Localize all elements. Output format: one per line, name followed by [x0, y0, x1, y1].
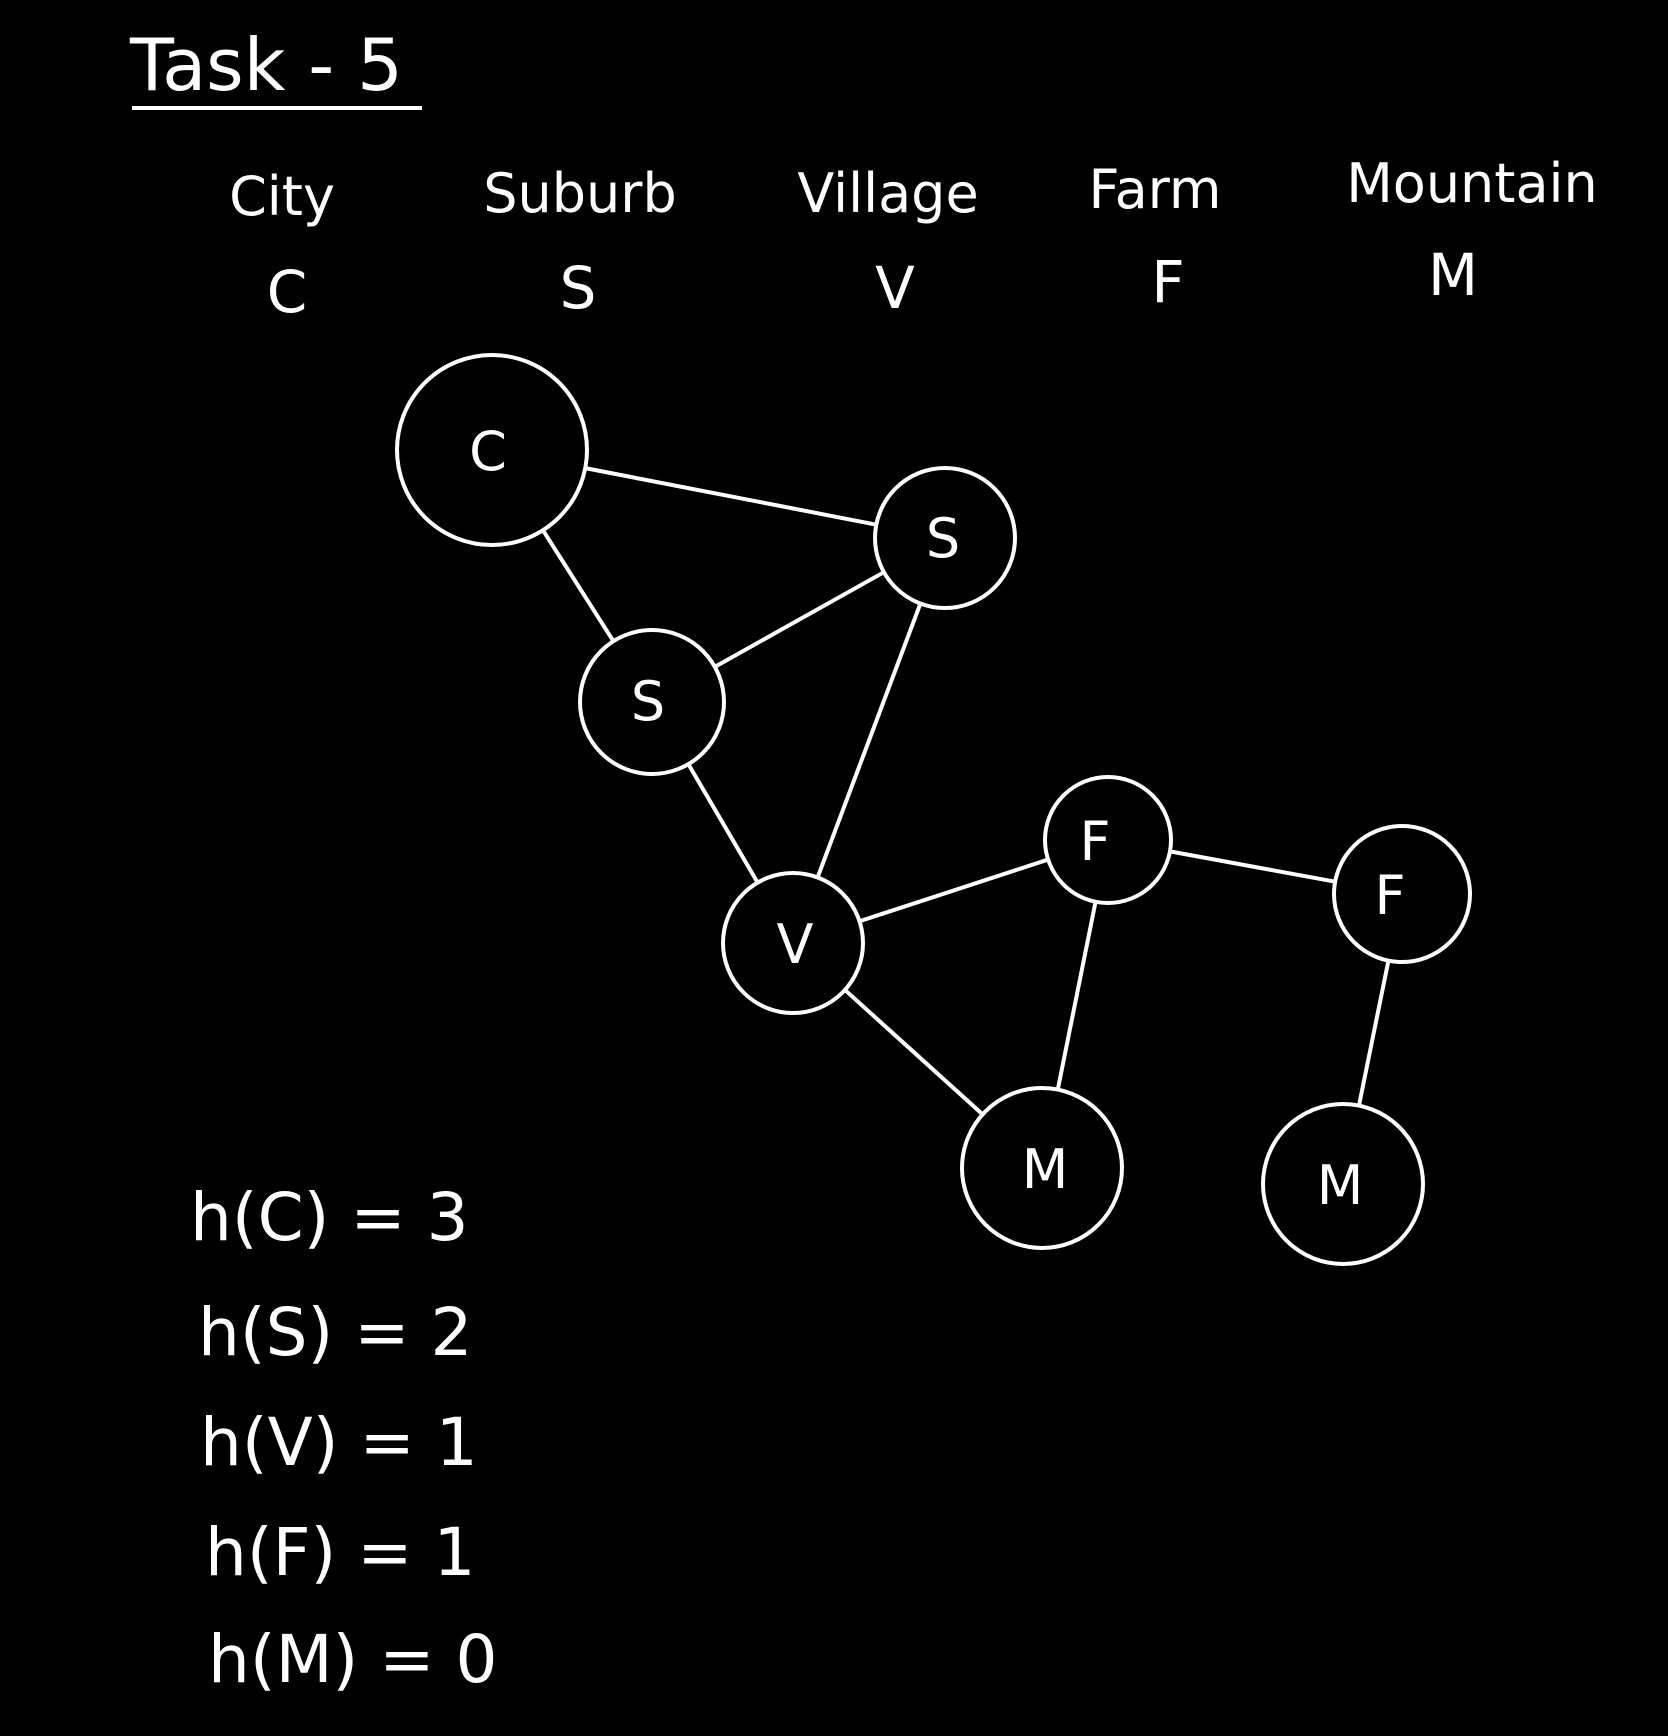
graph-node-village: V	[721, 871, 865, 1015]
graph-edge	[842, 987, 985, 1117]
heuristic-line: h(V) = 1	[200, 1404, 478, 1481]
legend-item-farm: Farm F	[1088, 158, 1221, 316]
node-label: S	[926, 507, 960, 570]
heuristic-line: h(C) = 3	[190, 1179, 469, 1256]
node-circle	[578, 628, 726, 776]
graph-edge	[1356, 958, 1391, 1108]
legend-item-suburb: Suburb S	[483, 162, 676, 322]
heuristic-line: h(M) = 0	[208, 1621, 498, 1698]
legend-abbr: V	[875, 254, 915, 322]
graph-edge	[686, 762, 760, 885]
node-label: F	[1374, 864, 1405, 927]
graph-edge	[1167, 849, 1338, 884]
edges-group	[540, 466, 1391, 1117]
legend-name: Suburb	[483, 162, 676, 225]
legend-name: Mountain	[1346, 152, 1598, 215]
heuristic-line: h(F) = 1	[205, 1514, 476, 1591]
legend-name: City	[229, 165, 335, 228]
node-circle	[1043, 775, 1173, 905]
node-circle	[1332, 824, 1472, 964]
graph-edge	[815, 601, 923, 880]
graph-node-mountain: M	[960, 1086, 1124, 1250]
node-circle	[721, 871, 865, 1015]
graph-node-suburb: S	[578, 628, 726, 776]
node-label: S	[631, 670, 665, 733]
node-label: M	[1317, 1154, 1364, 1217]
node-circle	[1261, 1102, 1425, 1266]
legend-abbr: S	[560, 254, 597, 322]
node-circle	[395, 353, 589, 547]
graph-node-farm: F	[1332, 824, 1472, 964]
legend-name: Village	[797, 162, 978, 225]
legend-item-city: City C	[229, 165, 335, 326]
page-title: Task - 5	[129, 23, 403, 107]
node-circle	[873, 466, 1017, 610]
node-circle	[960, 1086, 1124, 1250]
heuristic-line: h(S) = 2	[198, 1294, 472, 1371]
legend-abbr: F	[1151, 248, 1184, 316]
legend-item-village: Village V	[797, 162, 978, 322]
graph-edge	[857, 857, 1051, 924]
legend-name: Farm	[1088, 158, 1221, 221]
legend: City C Suburb S Village V Farm F Mountai…	[229, 152, 1598, 326]
legend-abbr: C	[267, 258, 308, 326]
graph-edge	[1055, 899, 1098, 1092]
graph-node-suburb: S	[873, 466, 1017, 610]
legend-item-mountain: Mountain M	[1346, 152, 1598, 309]
graph-edge	[583, 466, 879, 527]
graph-edge	[540, 528, 616, 644]
nodes-group: C S S V F F M M	[395, 353, 1472, 1266]
graph-edge	[712, 570, 886, 669]
node-label: C	[469, 420, 507, 483]
node-label: V	[777, 913, 814, 976]
legend-abbr: M	[1428, 241, 1478, 309]
graph-node-city: C	[395, 353, 589, 547]
node-label: F	[1079, 810, 1110, 873]
graph-node-farm: F	[1043, 775, 1173, 905]
heuristic-list: h(C) = 3 h(S) = 2 h(V) = 1 h(F) = 1 h(M)…	[190, 1179, 498, 1698]
graph-node-mountain: M	[1261, 1102, 1425, 1266]
node-label: M	[1022, 1138, 1069, 1201]
